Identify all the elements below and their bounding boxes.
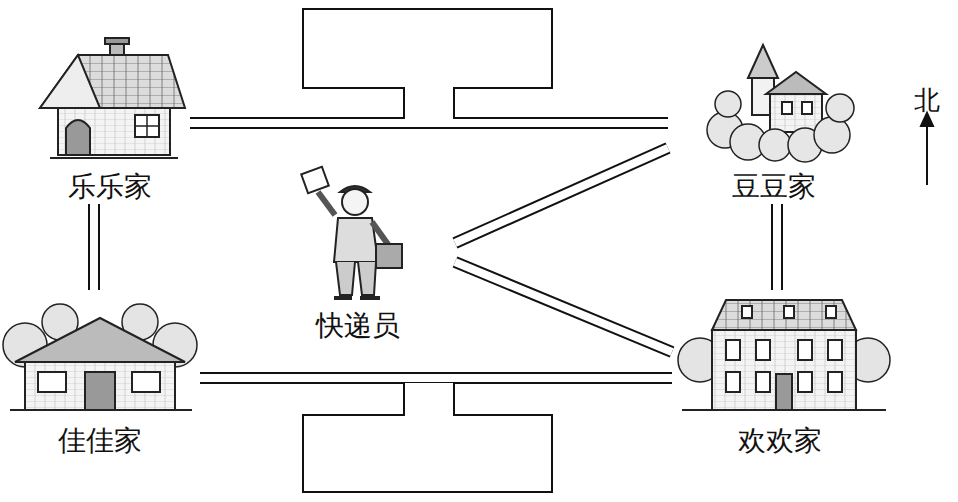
mansion-illustration-part: [712, 330, 856, 410]
castle-house-illustration-part: [782, 102, 792, 114]
mansion-illustration: [678, 300, 890, 410]
place-label: 快递员: [295, 309, 421, 343]
courier-illustration-part: [376, 244, 402, 268]
road: [777, 204, 778, 290]
castle-house-illustration-part: [766, 72, 826, 94]
box-stub-part: [405, 86, 453, 123]
castle-house-illustration: [707, 45, 854, 162]
road-part: [200, 374, 672, 382]
gable-house-illustration-part: [10, 409, 192, 411]
gable-house-illustration-part: [132, 372, 160, 392]
cottage-illustration-part: [50, 157, 178, 159]
road-part: [90, 204, 98, 290]
mansion-illustration-part-part: [784, 306, 794, 318]
gable-house-illustration-part: [25, 360, 175, 410]
cottage-illustration-part: [40, 55, 100, 108]
place-label: 佳佳家: [55, 424, 145, 458]
north-arrow: [921, 113, 933, 185]
mansion-illustration-part-part: [756, 372, 770, 392]
house-node: 乐乐家: [30, 38, 190, 204]
castle-house-illustration-part-part: [759, 129, 791, 161]
box-stub-part: [404, 383, 454, 415]
mansion-illustration-part: [682, 409, 886, 411]
house-node: 快递员: [295, 165, 455, 343]
house-node: 豆豆家: [668, 38, 880, 204]
place-label: 豆豆家: [729, 170, 819, 204]
cottage-illustration-part: [135, 115, 159, 137]
gable-house-illustration: [3, 304, 197, 410]
mansion-illustration-part: [712, 300, 856, 330]
road-part: [455, 262, 672, 352]
empty-box: [303, 9, 552, 492]
castle-house-illustration-part-part: [814, 117, 850, 153]
place-label: 乐乐家: [65, 170, 155, 204]
mansion-illustration-part-part: [726, 340, 740, 360]
castle-house-illustration-part: [748, 45, 778, 78]
road: [455, 148, 668, 243]
box-stub-part: [404, 88, 454, 118]
mansion-illustration-part: [776, 374, 792, 410]
courier-illustration-part: [336, 262, 376, 295]
mansion-illustration-part-part: [742, 306, 752, 318]
road-part: [773, 204, 781, 290]
road-part: [455, 262, 672, 352]
gable-house-illustration-part: [3, 304, 197, 367]
empty-box-part: [303, 9, 552, 88]
castle-house-illustration-part-part: [715, 91, 741, 117]
mansion-illustration-part-part: [798, 340, 812, 360]
mansion-illustration-part-part: [756, 340, 770, 360]
courier-illustration-part: [334, 296, 380, 300]
road: [455, 262, 672, 352]
road-part: [200, 372, 672, 384]
north-arrow-part: [921, 113, 933, 126]
courier-illustration-part: [318, 192, 335, 215]
box-stub-part: [405, 383, 453, 417]
gable-house-illustration-part: [85, 372, 115, 410]
road: [200, 378, 672, 379]
north-arrow-part: [926, 124, 928, 185]
castle-house-illustration-part: [707, 91, 854, 162]
cottage-illustration-part: [135, 115, 159, 137]
road-part: [88, 204, 100, 290]
box-stub: [404, 86, 454, 417]
empty-box-part: [303, 415, 552, 492]
mansion-illustration-part-part: [798, 372, 812, 392]
gable-house-illustration-part: [38, 372, 66, 392]
road-part: [455, 148, 668, 243]
mansion-illustration-part-part: [726, 372, 740, 392]
courier-illustration-part: [342, 189, 368, 215]
mansion-illustration-part-part: [828, 372, 842, 392]
mansion-illustration-part-part: [826, 306, 836, 318]
compass-label: 北: [914, 86, 940, 115]
place-label: 欢欢家: [735, 424, 825, 458]
cottage-illustration-part: [66, 120, 90, 155]
gable-house-illustration-part: [15, 318, 185, 362]
mansion-illustration-part-part: [828, 340, 842, 360]
courier-illustration-part: [301, 167, 329, 193]
road-part: [771, 204, 783, 290]
courier-illustration: [301, 167, 402, 298]
road: [94, 204, 95, 290]
house-node: 欢欢家: [672, 290, 887, 458]
house-node: 佳佳家: [0, 290, 200, 458]
cottage-illustration-part: [105, 38, 129, 44]
cottage-illustration-part: [40, 55, 185, 108]
castle-house-illustration-part: [802, 102, 812, 114]
castle-house-illustration-part-part: [826, 94, 854, 122]
road-part: [455, 148, 668, 243]
cottage-illustration: [40, 38, 185, 158]
castle-house-illustration-part: [770, 92, 822, 132]
